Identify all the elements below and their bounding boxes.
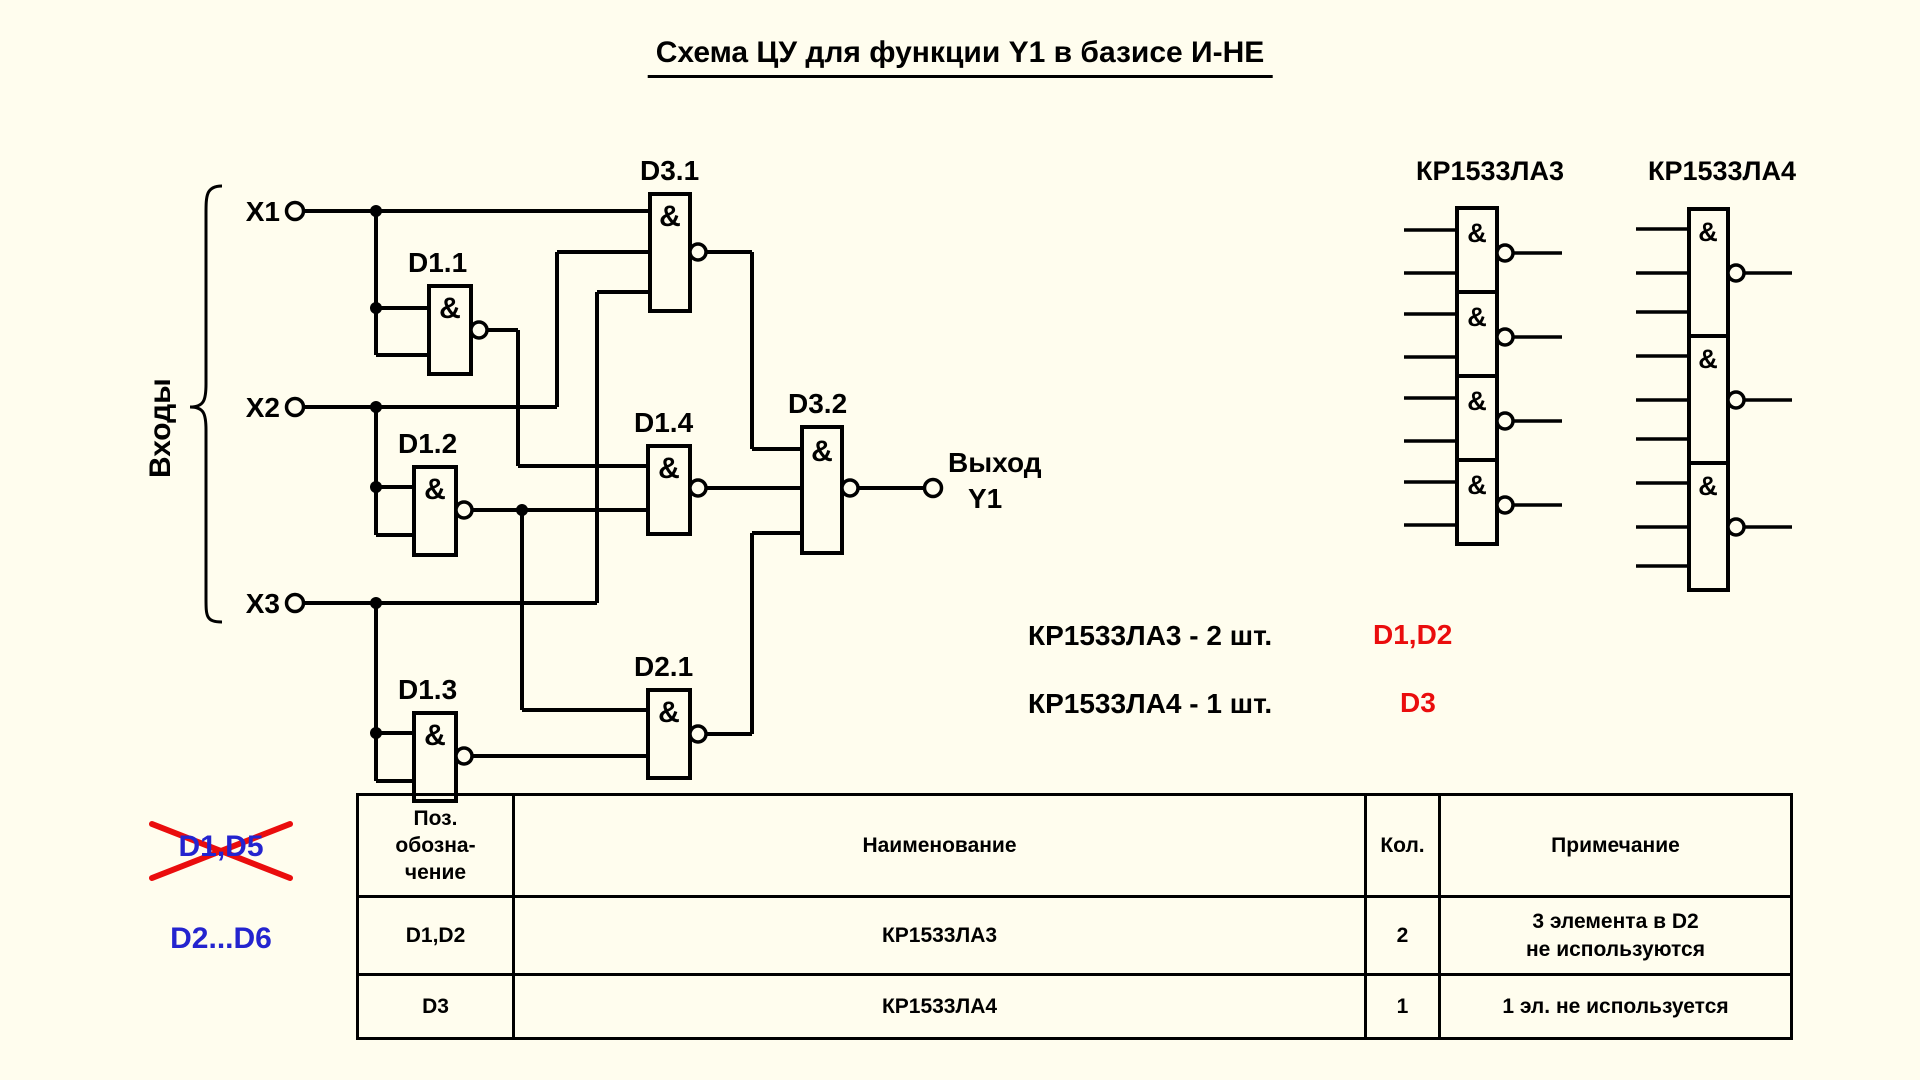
gate-label: D1.4 <box>634 407 694 438</box>
input-labels: X1 X2 X3 <box>246 196 280 619</box>
usage-note-la3: КР1533ЛА3 - 2 шт. <box>1028 620 1273 651</box>
gate-d1-1: & D1.1 <box>408 247 489 376</box>
inversion-circle <box>1495 327 1515 347</box>
annotation-crossed-out: D1,D5 <box>178 830 264 863</box>
and-symbol: & <box>424 719 446 752</box>
terminal-x2 <box>284 396 306 418</box>
inputs-group: Входы <box>144 184 223 624</box>
output-terminal-group: Выход Y1 <box>922 447 1042 514</box>
and-symbol: & <box>1698 217 1718 247</box>
gate-d1-3: & D1.3 <box>398 674 474 803</box>
red-cross-out <box>149 821 293 881</box>
inversion-circle <box>1495 411 1515 431</box>
inversion-circle <box>454 746 474 766</box>
terminal-x1 <box>284 200 306 222</box>
inversion-circle <box>1726 390 1746 410</box>
package-name: КР1533ЛА4 <box>1648 156 1796 186</box>
page-title: Схема ЦУ для функции Y1 в базисе И-НЕ <box>647 36 1273 78</box>
package-name: КР1533ЛА3 <box>1416 156 1564 186</box>
cell-note: 1 эл. не используется <box>1438 973 1793 1040</box>
gate-d2-1: & D2.1 <box>634 651 708 780</box>
inversion-circle <box>1726 517 1746 537</box>
usage-note-la3-designators: D1,D2 <box>1373 619 1453 650</box>
parts-table: Поз. обозна- чение Наименование Кол. При… <box>356 793 1793 1040</box>
and-symbol: & <box>1698 344 1718 374</box>
junction-dots <box>370 205 528 739</box>
gate-label: D2.1 <box>634 651 693 682</box>
gate-d1-4: & D1.4 <box>634 407 708 536</box>
output-signal-label: Y1 <box>968 483 1002 514</box>
table-row: D3 КР1533ЛА4 1 1 эл. не используется <box>356 973 1793 1040</box>
terminal-y1 <box>922 477 944 499</box>
header-qty: Кол. <box>1364 793 1441 898</box>
usage-note-la4: КР1533ЛА4 - 1 шт. <box>1028 688 1273 719</box>
table-header-row: Поз. обозна- чение Наименование Кол. При… <box>356 793 1793 898</box>
package-kr1533la4: КР1533ЛА4 & & & <box>1636 156 1796 592</box>
cell-note: 3 элемента в D2 не используются <box>1438 895 1793 976</box>
package-kr1533la3: КР1533ЛА3 & & & <box>1404 156 1564 546</box>
header-pos: Поз. обозна- чение <box>356 793 515 898</box>
inversion-circle <box>840 478 860 498</box>
gate-label: D1.1 <box>408 247 467 278</box>
cell-name: КР1533ЛА3 <box>512 895 1367 976</box>
cell-pos: D3 <box>356 973 515 1040</box>
gate-label: D3.2 <box>788 388 847 419</box>
annotation-replacement: D2...D6 <box>170 922 272 955</box>
inversion-circle <box>1495 243 1515 263</box>
and-symbol: & <box>424 473 446 506</box>
and-symbol: & <box>1467 218 1487 248</box>
cell-name: КР1533ЛА4 <box>512 973 1367 1040</box>
input-terminals <box>284 200 306 614</box>
gate-label: D1.3 <box>398 674 457 705</box>
label-x1: X1 <box>246 196 280 227</box>
cell-pos: D1,D2 <box>356 895 515 976</box>
inversion-circle <box>688 724 708 744</box>
inputs-group-label: Входы <box>144 378 177 478</box>
curly-brace <box>189 184 223 624</box>
circuit-wires <box>304 209 924 783</box>
and-symbol: & <box>811 435 833 468</box>
and-symbol: & <box>658 696 680 729</box>
output-label: Выход <box>948 447 1042 478</box>
and-symbol: & <box>659 200 681 233</box>
inversion-circle <box>454 500 474 520</box>
label-x3: X3 <box>246 588 280 619</box>
inversion-circle <box>688 478 708 498</box>
gate-d3-1: & D3.1 <box>640 155 708 313</box>
and-symbol: & <box>1698 471 1718 501</box>
and-symbol: & <box>439 292 461 325</box>
gate-label: D1.2 <box>398 428 457 459</box>
label-x2: X2 <box>246 392 280 423</box>
header-note: Примечание <box>1438 793 1793 898</box>
inversion-circle <box>1495 495 1515 515</box>
and-symbol: & <box>1467 302 1487 332</box>
cell-qty: 2 <box>1364 895 1441 976</box>
inversion-circle <box>688 242 708 262</box>
header-name: Наименование <box>512 793 1367 898</box>
gate-label: D3.1 <box>640 155 699 186</box>
table-row: D1,D2 КР1533ЛА3 2 3 элемента в D2 не исп… <box>356 895 1793 976</box>
terminal-x3 <box>284 592 306 614</box>
gate-d1-2: & D1.2 <box>398 428 474 557</box>
cell-qty: 1 <box>1364 973 1441 1040</box>
inversion-circle <box>469 320 489 340</box>
inversion-circle <box>1726 263 1746 283</box>
usage-note-la4-designators: D3 <box>1400 687 1436 718</box>
and-symbol: & <box>658 452 680 485</box>
gate-d3-2: & D3.2 <box>788 388 860 555</box>
and-symbol: & <box>1467 386 1487 416</box>
and-symbol: & <box>1467 470 1487 500</box>
